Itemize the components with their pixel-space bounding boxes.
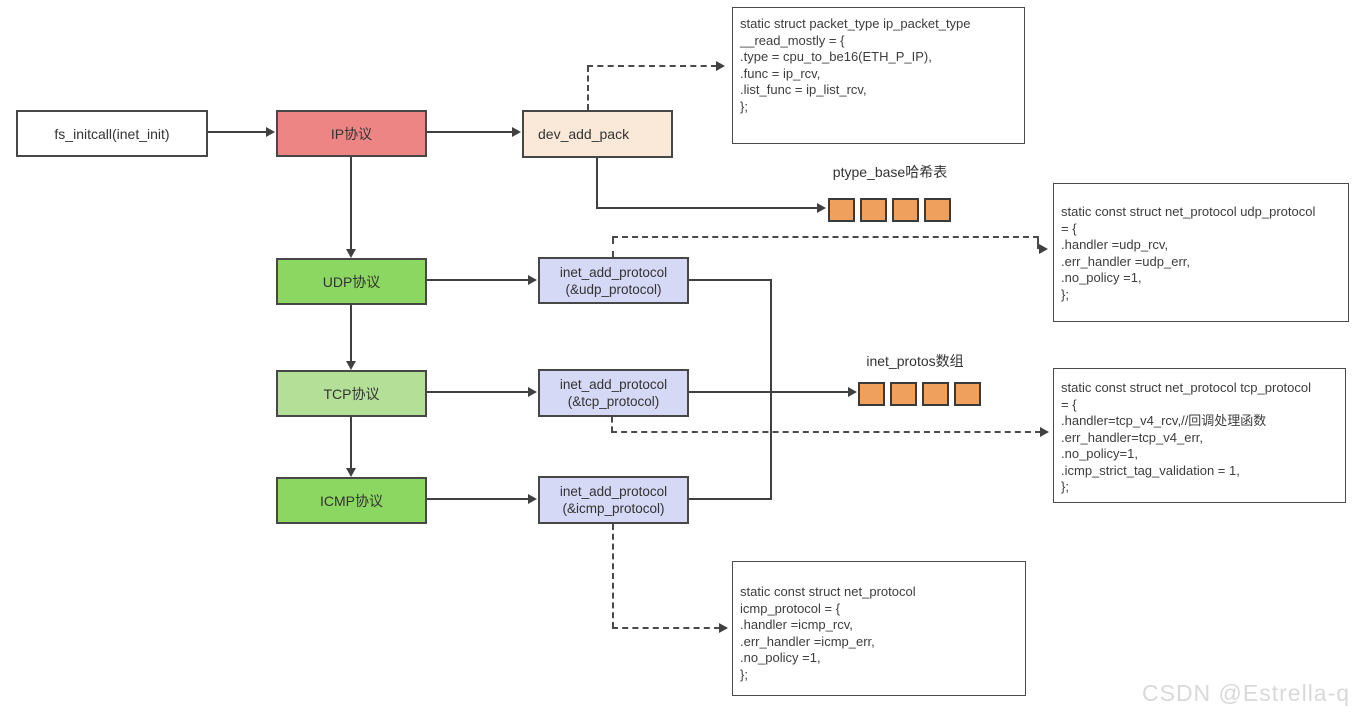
arrowhead-ip-to-devaddpack: [512, 127, 521, 137]
array-slot-cell: [890, 382, 917, 406]
dashed-devaddpack-up: [587, 66, 589, 110]
dashed-inetaddtcp-to-tcpcode: [611, 431, 1041, 433]
node-inet-add-protocol-tcp: inet_add_protocol (&tcp_protocol): [538, 369, 689, 417]
dashed-inetaddicmp-to-icmpcode: [612, 627, 720, 629]
arrow-ip-to-udp: [350, 157, 352, 250]
hash-bucket-cell: [860, 198, 887, 222]
arrowhead-inetadd-to-inetprotos: [848, 387, 857, 397]
arrow-udp-to-inetadd: [427, 279, 529, 281]
node-dev-add-pack: dev_add_pack: [522, 110, 673, 158]
dashed-inetaddudp-step: [1037, 238, 1039, 249]
arrowhead-dashed-to-udpcode: [1039, 244, 1048, 254]
node-ip-protocol: IP协议: [276, 110, 427, 157]
arrow-inetadd-to-inetprotos: [689, 391, 849, 393]
code-block-tcp-protocol: static const struct net_protocol tcp_pro…: [1053, 368, 1346, 503]
code-block-icmp-protocol: static const struct net_protocol icmp_pr…: [732, 561, 1026, 696]
label-ptype-base-hashtable: ptype_base哈希表: [832, 164, 948, 180]
dashed-inetaddudp-to-udpcode: [612, 236, 1039, 238]
arrowhead-tcp-to-icmp: [346, 468, 356, 477]
arrow-devaddpack-to-ptypebase: [596, 207, 818, 209]
array-slot-cell: [922, 382, 949, 406]
dashed-inetaddudp-up: [612, 238, 614, 257]
arrowhead-dashed-to-ipcode: [716, 61, 725, 71]
arrowhead-tcp-to-inetadd: [528, 387, 537, 397]
connector-merge-vertical: [770, 279, 772, 500]
connector-inetadd-icmp-stub: [689, 498, 772, 500]
dashed-devaddpack-to-ipcode: [587, 65, 717, 67]
csdn-watermark: CSDN @Estrella-q: [1142, 680, 1351, 706]
arrowhead-dashed-to-icmpcode: [719, 623, 728, 633]
arrow-udp-to-tcp: [350, 305, 352, 362]
arrowhead-udp-to-inetadd: [528, 275, 537, 285]
hash-bucket-cell: [828, 198, 855, 222]
array-slot-cell: [858, 382, 885, 406]
dashed-inetaddtcp-down: [611, 417, 613, 432]
node-inet-add-protocol-icmp: inet_add_protocol (&icmp_protocol): [538, 476, 689, 524]
arrowhead-udp-to-tcp: [346, 361, 356, 370]
arrowhead-dashed-to-tcpcode: [1040, 427, 1049, 437]
arrow-tcp-to-icmp: [350, 417, 352, 469]
node-fs-initcall: fs_initcall(inet_init): [16, 110, 208, 157]
arrowhead-icmp-to-inetadd: [528, 494, 537, 504]
hash-bucket-cell: [924, 198, 951, 222]
arrowhead-fs-to-ip: [266, 127, 275, 137]
hash-bucket-cell: [892, 198, 919, 222]
code-block-udp-protocol: static const struct net_protocol udp_pro…: [1053, 183, 1349, 322]
connector-inetadd-udp-stub: [689, 279, 772, 281]
array-slot-cell: [954, 382, 981, 406]
arrow-ip-to-devaddpack: [427, 131, 515, 133]
arrow-fs-to-ip: [208, 131, 269, 133]
arrowhead-ip-to-udp: [346, 249, 356, 258]
arrow-tcp-to-inetadd: [427, 391, 529, 393]
arrow-icmp-to-inetadd: [427, 498, 529, 500]
dashed-inetaddicmp-down: [612, 524, 614, 628]
label-inet-protos-array: inet_protos数组: [866, 353, 964, 369]
code-block-ip-packet-type: static struct packet_type ip_packet_type…: [732, 7, 1025, 144]
arrowhead-devaddpack-to-ptypebase: [817, 203, 826, 213]
node-inet-add-protocol-udp: inet_add_protocol (&udp_protocol): [538, 257, 689, 304]
node-icmp-protocol: ICMP协议: [276, 477, 427, 524]
node-udp-protocol: UDP协议: [276, 258, 427, 305]
connector-devaddpack-down: [596, 158, 598, 209]
node-tcp-protocol: TCP协议: [276, 370, 427, 417]
inet-protos-cells: [858, 382, 981, 406]
ptype-base-cells: [828, 198, 951, 222]
